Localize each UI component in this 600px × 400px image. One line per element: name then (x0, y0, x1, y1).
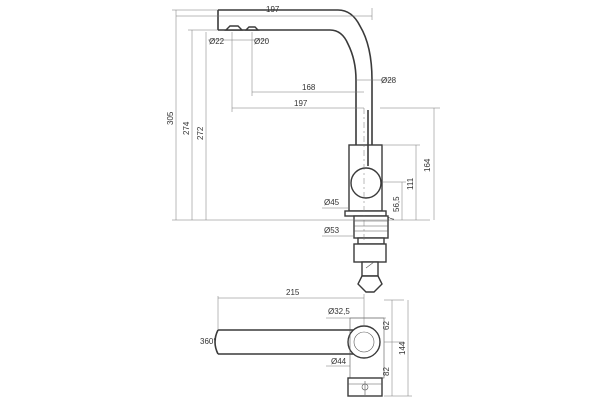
hose-connector (361, 261, 379, 277)
dim-width-215: 215 (286, 288, 300, 297)
dim-rotation-360: 360° (200, 337, 217, 346)
dim-height-56: 56,5 (392, 196, 401, 212)
dim-top-82: 82 (382, 367, 391, 376)
dim-top-144: 144 (398, 341, 407, 355)
mounting-thread (353, 215, 389, 239)
dim-height-272: 272 (196, 126, 205, 140)
side-view-dimensions: 197 Ø22 Ø20 Ø28 168 197 305 274 272 (166, 5, 440, 237)
mounting-nut (357, 237, 385, 245)
dim-d22: Ø22 (209, 37, 225, 46)
top-spout-tip (214, 329, 219, 355)
dim-top-62: 62 (382, 321, 391, 330)
top-view-dimensions: 215 Ø32,5 360° Ø44 62 82 144 (200, 288, 412, 397)
dim-height-164: 164 (423, 158, 432, 172)
dim-height-7: 7 (387, 216, 396, 221)
dim-height-274: 274 (182, 121, 191, 135)
mounting-block (353, 243, 387, 263)
dim-height-111: 111 (406, 177, 415, 190)
dim-d53: Ø53 (324, 226, 340, 235)
faucet-side-view (217, 9, 389, 293)
faucet-top-view (214, 317, 385, 397)
dim-d45: Ø45 (324, 198, 340, 207)
dim-top-width: 197 (266, 5, 280, 14)
dim-reach-197: 197 (294, 99, 308, 108)
dim-d20: Ø20 (254, 37, 270, 46)
dim-d32: Ø32,5 (328, 307, 350, 316)
spout-inner (218, 29, 357, 148)
dim-d28: Ø28 (381, 76, 397, 85)
dim-height-305: 305 (166, 111, 175, 125)
dim-reach-168: 168 (302, 83, 316, 92)
outlet-nozzle-20 (244, 26, 260, 31)
dim-d44: Ø44 (331, 357, 347, 366)
top-body-circle (347, 325, 381, 359)
faucet-base (344, 210, 387, 217)
hose-hex-fitting (357, 275, 383, 293)
outlet-nozzle-22 (224, 25, 244, 31)
lever-knob (350, 167, 382, 199)
spout-outer (218, 9, 373, 148)
